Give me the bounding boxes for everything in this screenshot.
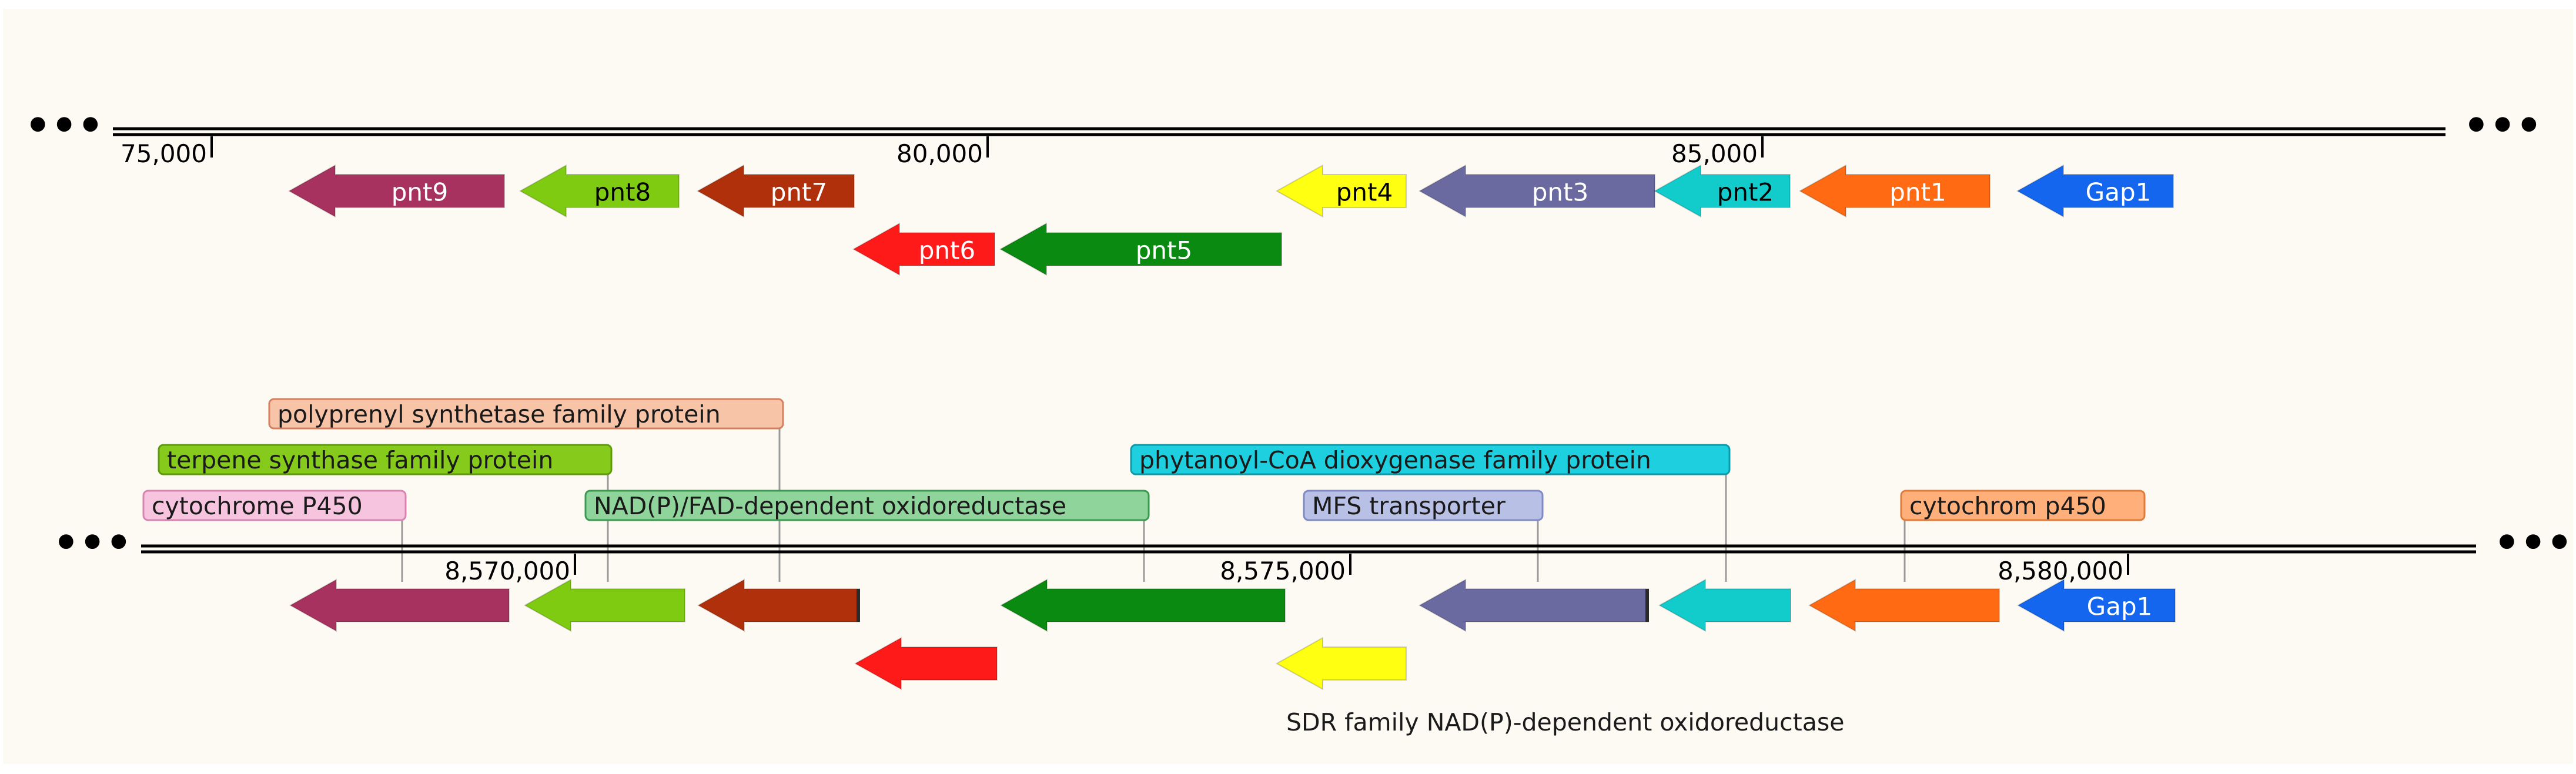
track1-gene-arrow-pnt7 <box>696 164 855 218</box>
track1-gene-label-pnt1: pnt1 <box>1889 178 1946 207</box>
annotation-text-polyprenyl-synthetase: polyprenyl synthetase family protein <box>277 400 721 428</box>
track2-gene-label-g10: Gap1 <box>2087 592 2153 621</box>
track2-gene-end-cap <box>857 589 860 622</box>
annotation-text-mfs-transporter: MFS transporter <box>1312 492 1506 520</box>
track1-gene-label-pnt5: pnt5 <box>1136 236 1192 265</box>
track2-right-ellipsis: ••• <box>2494 519 2572 567</box>
track2-gene-arrow-g5 <box>999 578 1286 632</box>
track2-tick-label: 8,580,000 <box>1998 557 2123 585</box>
track2-tick-label: 8,575,000 <box>1220 557 1346 585</box>
track1-gene-label-pnt3: pnt3 <box>1532 178 1588 207</box>
track1-gene-arrow-pnt2 <box>1653 164 1791 218</box>
annotation-box-cytochrom-p450 <box>1900 490 2146 521</box>
track1-left-ellipsis: ••• <box>25 102 103 150</box>
track1-tick-label: 85,000 <box>1671 139 1758 168</box>
track1-tick-label: 80,000 <box>896 139 983 168</box>
track2-left-ellipsis: ••• <box>53 519 132 567</box>
track1-gene-label-pnt9: pnt9 <box>392 178 448 207</box>
track2-gene-arrow-g4 <box>854 636 998 691</box>
track1-gene-arrow-pnt5 <box>999 222 1282 276</box>
annotation-box-polyprenyl-synthetase <box>268 398 784 430</box>
annotation-text-terpene-synthase: terpene synthase family protein <box>167 446 553 474</box>
annotation-box-terpene-synthase <box>158 444 613 475</box>
track1-gene-label-pnt6: pnt6 <box>919 236 975 265</box>
track1-gene-arrow-pnt6 <box>852 222 995 276</box>
track1-gene-arrow-gap1 <box>2016 164 2174 218</box>
annotation-box-mfs-transporter <box>1303 490 1544 521</box>
track2-gene-end-cap <box>1645 589 1649 622</box>
annotation-text-cytochrom-p450: cytochrom p450 <box>1909 492 2106 520</box>
track1-gene-arrow-pnt9 <box>287 164 505 218</box>
track1-gene-arrow-pnt4 <box>1275 164 1407 218</box>
annotation-text-phytanoyl-coa-dioxygenase: phytanoyl-CoA dioxygenase family protein <box>1139 446 1651 474</box>
annotation-text-cytochrome-p450: cytochrome P450 <box>152 492 363 520</box>
track2-gene-arrow-g2 <box>523 578 685 632</box>
track1-gene-arrow-pnt1 <box>1798 164 1990 218</box>
track1-gene-label-pnt4: pnt4 <box>1336 178 1393 207</box>
annotation-text-nadp-fad-oxidoreductase: NAD(P)/FAD-dependent oxidoreductase <box>594 492 1066 520</box>
track2-gene-arrow-g10 <box>2016 578 2176 632</box>
annotation-box-phytanoyl-coa-dioxygenase <box>1130 444 1731 475</box>
annotation-box-cytochrome-p450 <box>142 490 407 521</box>
track2-gene-arrow-g9 <box>1808 578 2000 632</box>
track1-tick-label: 75,000 <box>121 139 207 168</box>
track2-gene-arrow-g6 <box>1275 636 1407 691</box>
track2-gene-arrow-g1 <box>289 578 510 632</box>
track2-tick-label: 8,570,000 <box>444 557 570 585</box>
track1-gene-label-pnt8: pnt8 <box>594 178 651 207</box>
track1-gene-label-pnt2: pnt2 <box>1717 178 1774 207</box>
annotation-box-nadp-fad-oxidoreductase <box>584 490 1150 521</box>
track2-gene-arrow-g8 <box>1658 578 1791 632</box>
annotation-text-sdr-oxidoreductase: SDR family NAD(P)-dependent oxidoreducta… <box>1286 708 1844 736</box>
track1-gene-label-gap1: Gap1 <box>2086 178 2152 207</box>
track2-gene-arrow-g3 <box>697 578 860 632</box>
track1-gene-arrow-pnt8 <box>518 164 680 218</box>
track1-gene-label-pnt7: pnt7 <box>771 178 827 207</box>
track2-gene-arrow-g7 <box>1418 578 1649 632</box>
track1-right-ellipsis: ••• <box>2463 102 2542 150</box>
